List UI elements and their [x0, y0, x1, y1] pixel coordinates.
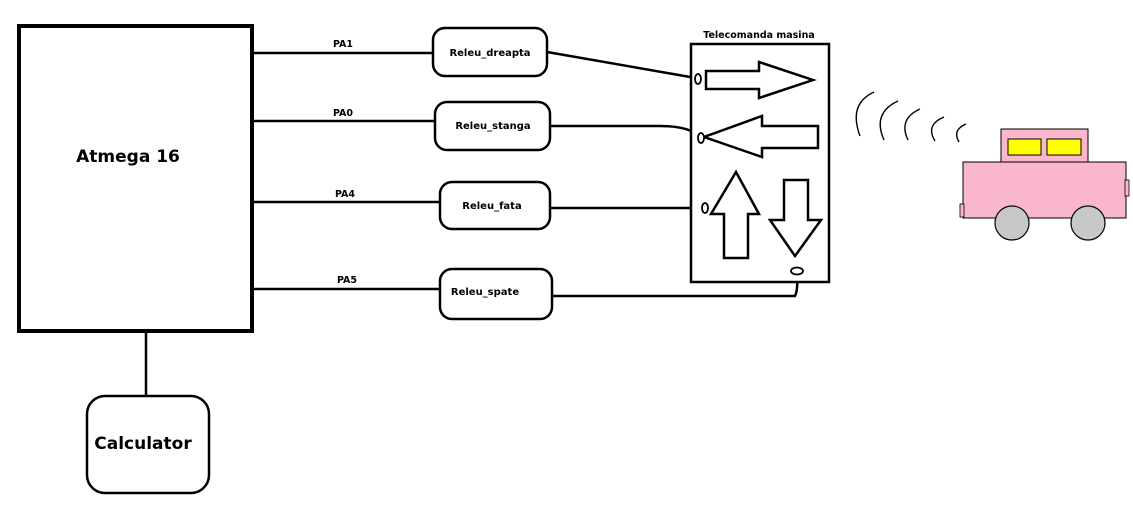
relay-forward: Releu_fata — [438, 180, 552, 231]
wire-relay-left — [550, 124, 700, 138]
port-label-pa1: PA1 — [333, 39, 353, 50]
relay-right: Releu_dreapta — [431, 26, 549, 78]
remote-control: Telecomanda masina — [689, 30, 831, 284]
wire-relay-right — [546, 50, 697, 80]
contact-back — [790, 266, 804, 276]
port-label-pa0: PA0 — [333, 108, 353, 119]
contact-right — [694, 73, 702, 85]
relay-back-label: Releu_spate — [451, 287, 519, 298]
car-wheel-back — [1070, 205, 1106, 241]
car-icon — [959, 128, 1130, 241]
arrow-up-icon — [708, 169, 762, 260]
contact-left — [697, 132, 705, 144]
port-label-pa5: PA5 — [337, 275, 357, 286]
car-window-back — [1046, 138, 1082, 156]
atmega-block: Atmega 16 — [17, 24, 254, 333]
radio-waves-icon — [855, 91, 967, 143]
relay-forward-label: Releu_fata — [462, 201, 521, 212]
relay-left: Releu_stanga — [433, 100, 552, 152]
arrow-right-icon — [704, 60, 817, 100]
atmega-label: Atmega 16 — [76, 147, 180, 167]
contact-forward — [701, 202, 709, 214]
calculator-block: Calculator — [85, 394, 211, 495]
arrow-left-icon — [700, 114, 820, 159]
port-label-pa4: PA4 — [335, 189, 355, 200]
car-window-front — [1007, 138, 1042, 156]
relay-left-label: Releu_stanga — [455, 121, 530, 132]
arrow-down-icon — [767, 178, 824, 259]
car-wheel-front — [994, 205, 1030, 241]
calculator-label: Calculator — [94, 434, 192, 454]
remote-title: Telecomanda masina — [703, 30, 815, 41]
relay-right-label: Releu_dreapta — [449, 48, 530, 59]
relay-back: Releu_spate — [438, 267, 554, 321]
